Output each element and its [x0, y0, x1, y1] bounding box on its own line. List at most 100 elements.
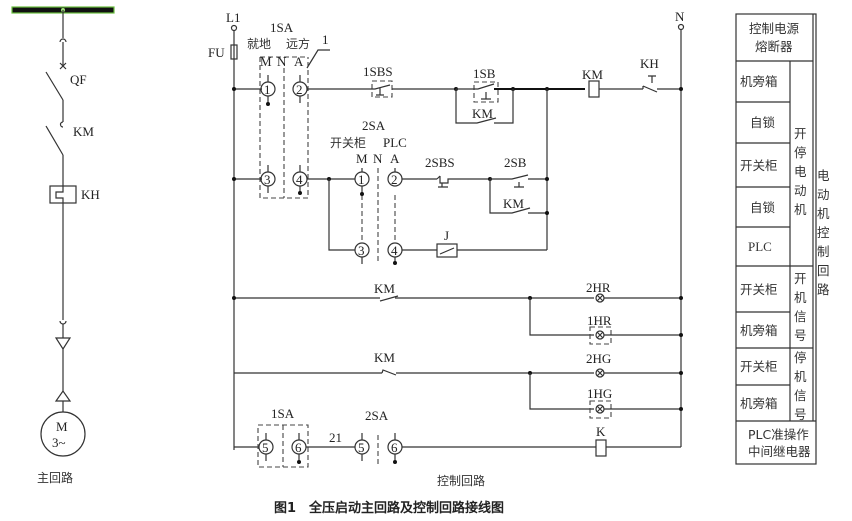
sa1-terminal-6-num: 6 [295, 440, 302, 455]
l1-label: L1 [226, 10, 240, 25]
km-aux1-contact-icon [455, 89, 514, 124]
fu-fuse-icon [230, 44, 238, 60]
km-coil-icon [588, 80, 600, 98]
l1-terminal-icon [230, 24, 238, 32]
sa2-bottom-label: 2SA [365, 408, 389, 423]
group-start-stop: 开停电动机 [794, 126, 807, 217]
sa1-bottom-label: 1SA [271, 406, 295, 421]
sa1-terminal-2-num: 2 [296, 82, 303, 97]
control-circuit-title: 控制回路 [437, 473, 485, 488]
sa2-pos-plc: PLC [383, 135, 407, 150]
motor-icon [40, 411, 86, 457]
lamp-2hr-label: 2HR [586, 280, 611, 295]
sb1-box [473, 81, 499, 103]
sa1-terminal-4-num: 4 [296, 172, 303, 187]
lamp-1hr-label: 1HR [587, 313, 612, 328]
table-bottom-line1: PLC准操作 [748, 427, 809, 442]
table-row-1: 机旁箱 [740, 74, 778, 89]
group-motor-control: 电动机控制回路 [817, 168, 830, 297]
legend-table: 控制电源 熔断器 机旁箱 自锁 开关柜 自锁 PLC 开关柜 机旁箱 开关柜 机… [735, 13, 830, 465]
sa1-terminal-3-num: 3 [264, 172, 271, 187]
sa1-pos-local: 就地 [247, 37, 271, 51]
sbs2-stop-button-icon [436, 175, 490, 188]
sa1-callout: 1 [322, 32, 329, 47]
km-main-label: KM [73, 124, 94, 139]
qf-breaker-icon [45, 71, 64, 101]
kh-main-label: KH [81, 187, 100, 202]
fu-label: FU [208, 45, 225, 60]
table-row-5: PLC [748, 239, 772, 254]
sa2-terminal-1-num: 1 [358, 172, 365, 187]
table-fuse-line2: 熔断器 [755, 39, 793, 54]
kh-contact-icon [642, 75, 681, 93]
sb2-start-button-icon [490, 174, 547, 188]
table-row-9: 机旁箱 [740, 396, 778, 411]
sa2-terminal-5-num: 5 [358, 440, 365, 455]
table-row-4: 自锁 [750, 200, 776, 215]
sa1-label: 1SA [270, 20, 294, 35]
lamp-1hg-label: 1HG [587, 386, 612, 401]
control-circuit: L1 FU N 1SA 就地 远方 1 M N A 1 2 1SBS [208, 9, 685, 488]
sa2-terminal-3-num: 3 [358, 243, 365, 258]
sa2-terminal-4-num: 4 [391, 243, 398, 258]
sa1-pos-remote: 远方 [286, 36, 310, 51]
figure-caption: 图1 全压启动主回路及控制回路接线图 [274, 500, 504, 516]
km-run-contact-icon [379, 295, 399, 302]
sa1-col-m: M [260, 54, 272, 69]
qf-label: QF [70, 72, 87, 87]
km-contactor-icon [45, 125, 64, 156]
lamp-2hg-label: 2HG [586, 351, 611, 366]
sa1-terminal-1-num: 1 [264, 82, 271, 97]
km-coil-label: KM [582, 67, 603, 82]
kh-contact-label: KH [640, 56, 659, 71]
sa2-label: 2SA [362, 118, 386, 133]
sa1-col-a: A [294, 54, 304, 69]
motor-phase: 3~ [52, 435, 66, 450]
sa2-col-n: N [373, 151, 383, 166]
km-stop-label: KM [374, 350, 395, 365]
relay-k-label: K [596, 424, 606, 439]
lamp-1hg-box [589, 400, 612, 419]
sbs1-label: 1SBS [363, 64, 393, 79]
disconnect-icon [59, 38, 67, 43]
table-row-7: 机旁箱 [740, 323, 778, 338]
n-label: N [675, 9, 685, 24]
sbs2-label: 2SBS [425, 155, 455, 170]
table-bottom-line2: 中间继电器 [748, 444, 811, 459]
km-aux2-contact-icon [489, 179, 547, 214]
km-aux1-label: KM [472, 106, 493, 121]
sa1-terminal-5-num: 5 [262, 440, 269, 455]
sa1-col-n: N [277, 54, 287, 69]
km-stop-contact-icon [381, 369, 397, 376]
cable-end-top-icon [54, 337, 72, 351]
km-aux2-label: KM [503, 196, 524, 211]
table-fuse-line1: 控制电源 [749, 21, 800, 36]
sa2-col-m: M [356, 151, 368, 166]
table-row-8: 开关柜 [740, 359, 778, 374]
relay-k-coil-icon [595, 439, 607, 457]
sa2-col-a: A [390, 151, 400, 166]
table-row-6: 开关柜 [740, 282, 778, 297]
km-run-label: KM [374, 281, 395, 296]
relay-j-label: J [444, 228, 449, 243]
lamp-1hr-box [589, 326, 612, 345]
main-circuit-title: 主回路 [37, 470, 73, 485]
group-run-signal: 开机信号 [794, 271, 807, 343]
motor-symbol: M [56, 419, 68, 434]
table-row-3: 开关柜 [740, 158, 778, 173]
sa2-terminal-2-num: 2 [391, 172, 398, 187]
group-stop-signal: 停机信号 [794, 350, 807, 422]
cable-end-bottom-icon [54, 389, 72, 402]
sa1-callout-leader [306, 49, 330, 69]
sb2-label: 2SB [504, 155, 527, 170]
breaker-trip-icon [59, 62, 67, 70]
table-row-2: 自锁 [750, 115, 776, 130]
sb1-start-button-icon [456, 83, 495, 100]
wire-21-label: 21 [329, 430, 342, 445]
n-terminal-icon [677, 23, 685, 31]
sa2-terminal-6-num: 6 [391, 440, 398, 455]
plug-socket-icon [59, 320, 67, 325]
sb1-label: 1SB [473, 66, 496, 81]
sbs1-stop-button-icon [370, 84, 391, 96]
